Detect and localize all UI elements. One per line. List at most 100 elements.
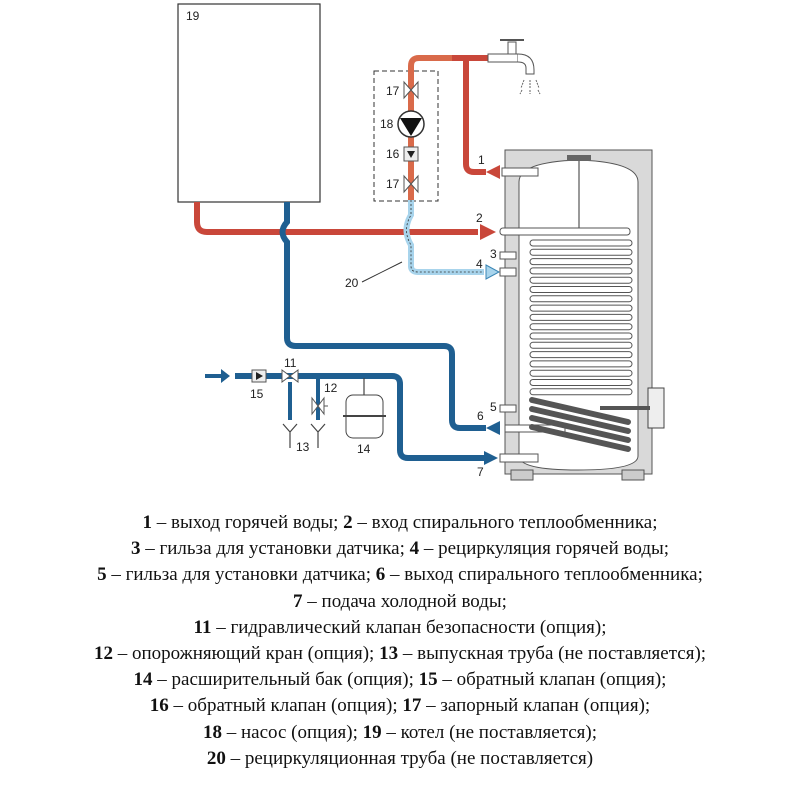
legend-item-number: 11 xyxy=(193,616,212,638)
coil-turn xyxy=(529,379,633,386)
sensor-sleeve-5 xyxy=(499,404,517,413)
legend-item-text: – запорный клапан (опция); xyxy=(421,695,651,717)
legend-item-text: – опорожняющий кран (опция); xyxy=(112,643,380,665)
legend-line: 12 – опорожняющий кран (опция); 13 – вып… xyxy=(0,641,800,667)
legend-item-text: – подача холодной воды; xyxy=(302,590,507,612)
legend-item-text: – обратный клапан (опция); xyxy=(437,669,667,691)
label-17-top: 17 xyxy=(386,84,400,98)
legend-item-text: – котел (не поставляется); xyxy=(381,721,598,743)
coil-turn xyxy=(529,286,633,293)
connection-2 xyxy=(499,227,631,236)
label-13: 13 xyxy=(296,440,310,454)
coil-turn-lower xyxy=(529,424,631,452)
coil-turn xyxy=(529,341,633,349)
legend-item-number: 4 xyxy=(409,538,420,560)
heating-element-flange xyxy=(647,387,665,429)
recirculation-pipe-hot xyxy=(408,55,452,200)
legend-item-number: 3 xyxy=(130,538,141,560)
legend-item-number: 1 xyxy=(142,512,153,533)
coil-turn xyxy=(529,360,633,368)
legend-item-number: 13 xyxy=(379,643,399,665)
sensor-sleeve-3 xyxy=(499,251,517,260)
legend-item-number: 5 xyxy=(97,564,107,586)
coil-turn xyxy=(529,332,633,340)
label-20: 20 xyxy=(345,276,359,290)
label-16: 16 xyxy=(386,147,400,161)
label-11: 11 xyxy=(284,356,297,370)
drain-tap-12 xyxy=(311,396,328,416)
legend-line: 7 – подача холодной воды; xyxy=(0,589,800,615)
legend-line: 11 – гидравлический клапан безопасности … xyxy=(0,615,800,641)
label-15: 15 xyxy=(250,387,264,401)
inlet-2-arrow xyxy=(480,224,496,240)
legend-item-number: 12 xyxy=(93,643,113,665)
legend-item-text: – насос (опция); xyxy=(221,721,363,743)
coil-turn xyxy=(529,388,633,396)
legend-item-text: – вход спирального теплообменника; xyxy=(352,512,658,533)
legend-item-number: 16 xyxy=(149,695,169,717)
label-18: 18 xyxy=(380,117,394,131)
legend-line: 14 – расширительный бак (опция); 15 – об… xyxy=(0,667,800,693)
legend-item-number: 19 xyxy=(362,721,382,743)
legend-item-number: 2 xyxy=(343,512,353,533)
legend-item-text: – выпускная труба (не поставляется); xyxy=(398,643,707,665)
label-17-bottom: 17 xyxy=(386,177,400,191)
legend-item-number: 18 xyxy=(202,721,222,743)
safety-valve-11 xyxy=(281,369,299,383)
label-7: 7 xyxy=(477,465,484,479)
coil-turn xyxy=(529,369,633,377)
label-19: 19 xyxy=(186,9,200,23)
legend-line: 16 – обратный клапан (опция); 17 – запор… xyxy=(0,693,800,719)
legend-line: 1 – выход горячей воды; 2 – вход спираль… xyxy=(0,510,800,536)
legend-line: 3 – гильза для установки датчика; 4 – ре… xyxy=(0,536,800,562)
recirculation-pipe-20 xyxy=(403,200,484,275)
connection-1 xyxy=(501,167,539,177)
legend-item-number: 7 xyxy=(293,590,303,612)
label-6: 6 xyxy=(477,409,484,423)
drain-13-funnel xyxy=(282,423,298,448)
coil-turn xyxy=(529,313,633,321)
cold-supply-line: 15 11 13 12 14 xyxy=(205,356,498,465)
coil-return-pipe xyxy=(279,202,486,431)
label-4: 4 xyxy=(476,257,483,271)
connection-7 xyxy=(499,453,539,463)
legend-line: 18 – насос (опция); 19 – котел (не поста… xyxy=(0,720,800,746)
legend-item-text: – выход спирального теплообменника; xyxy=(385,564,703,586)
legend-item-number: 6 xyxy=(375,564,386,586)
label-5: 5 xyxy=(490,400,497,414)
boiler-19: 19 xyxy=(177,3,321,203)
coil-turn-lower xyxy=(529,397,631,425)
coil-turn-lower xyxy=(529,415,631,443)
coil-turn xyxy=(529,351,633,359)
recirculation-4-arrow xyxy=(485,264,501,280)
coil-turn-lower xyxy=(529,406,631,434)
legend-item-text: – выход горячей воды; xyxy=(152,512,344,533)
label-12: 12 xyxy=(324,381,338,395)
legend-item-text: – гильза для установки датчика; xyxy=(140,538,410,560)
legend-line: 5 – гильза для установки датчика; 6 – вы… xyxy=(0,562,800,588)
shutoff-valve-17-bottom xyxy=(403,174,419,194)
legend-line: 20 – рециркуляционная труба (не поставля… xyxy=(0,746,800,772)
storage-tank xyxy=(499,149,665,481)
coil-turn xyxy=(529,323,633,331)
label-14: 14 xyxy=(357,442,371,456)
legend-item-text: – гильза для установки датчика; xyxy=(106,564,376,586)
coil-turn xyxy=(529,258,633,266)
label-1: 1 xyxy=(478,153,485,167)
legend: 1 – выход горячей воды; 2 – вход спираль… xyxy=(0,510,800,772)
label-3: 3 xyxy=(490,247,497,261)
flow-direction-arrow xyxy=(205,369,230,383)
outlet-6-arrow xyxy=(486,421,500,435)
legend-item-text: – обратный клапан (опция); xyxy=(168,695,403,717)
connection-4 xyxy=(499,267,517,277)
legend-item-text: – гидравлический клапан безопасности (оп… xyxy=(211,616,607,638)
legend-item-number: 17 xyxy=(402,695,422,717)
legend-item-text: – расширительный бак (опция); xyxy=(152,669,419,691)
coil-turn xyxy=(529,295,633,303)
coil-turn xyxy=(529,267,633,275)
coil-turn xyxy=(529,304,633,312)
spiral-heat-exchanger xyxy=(529,239,633,452)
legend-item-number: 14 xyxy=(133,669,153,691)
faucet-icon xyxy=(487,39,541,95)
shutoff-valve-17-top xyxy=(403,80,419,100)
